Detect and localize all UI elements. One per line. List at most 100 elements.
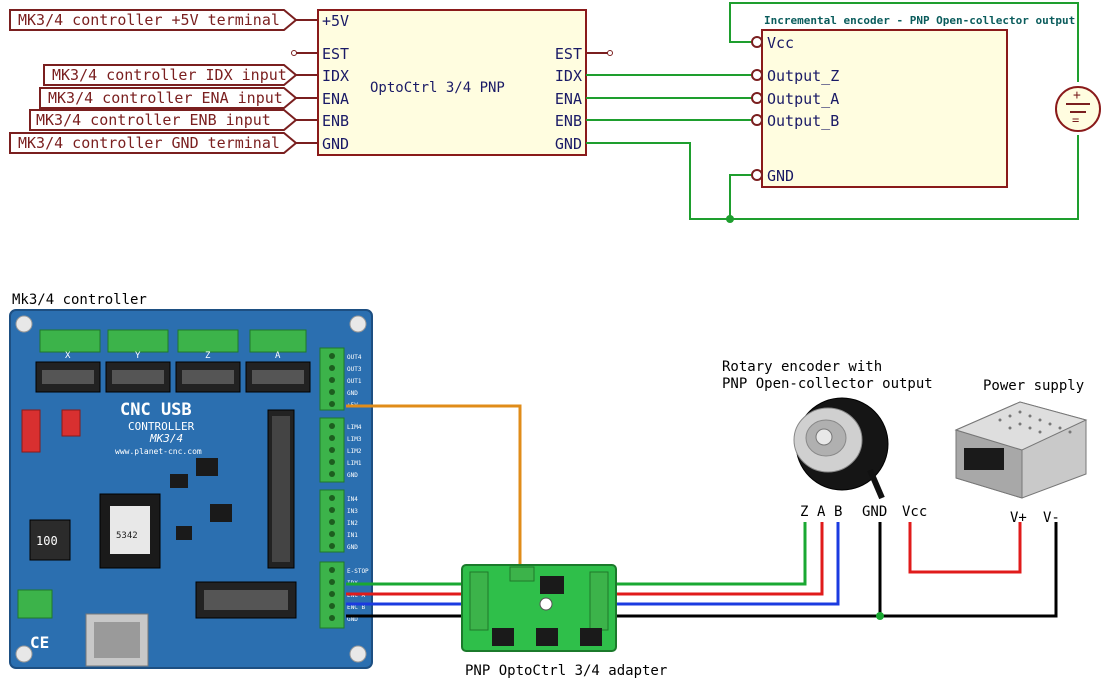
wire-vcc (729, 2, 1079, 82)
controller-label-gnd: MK3/4 controller GND terminal (9, 132, 318, 154)
term-out4: OUT4 (347, 354, 362, 361)
term-lim4: LIM4 (347, 424, 362, 431)
encoder-wire-a: A (817, 504, 826, 520)
encoder-caption-line2: PNP Open-collector output (722, 376, 933, 392)
wire-gnd-encoder (729, 174, 752, 219)
term-enc-gnd: GND (347, 616, 358, 623)
photo-wires (346, 404, 1058, 618)
header-label-a: A (275, 351, 281, 361)
battery-plus: + (1073, 88, 1081, 103)
power-caption: Power supply (983, 378, 1084, 394)
controller-board: X Y Z A OUT4 OUT3 OUT1 GND +5V LIM4 LIM3 (9, 309, 373, 669)
power-supply-photo (954, 401, 1088, 499)
term-out-gnd: GND (347, 390, 358, 397)
opto-right-pin-enb: ENB (555, 112, 582, 130)
opto-adapter-board (461, 564, 617, 652)
board-chip-label: 5342 (116, 531, 138, 541)
encoder-pin-bubbles (751, 36, 763, 181)
schematic-wires (586, 2, 1079, 220)
opto-right-pin-est: EST (555, 45, 582, 63)
opto-right-pin-idx: IDX (555, 67, 582, 85)
encoder-block-title: Incremental encoder - PNP Open-collector… (764, 14, 1075, 27)
controller-label-enb: MK3/4 controller ENB input (29, 109, 318, 131)
encoder-pin-z: Output_Z (767, 67, 839, 85)
encoder-wire-z: Z (800, 504, 808, 520)
term-in4: IN4 (347, 496, 358, 503)
controller-label-idx-text: MK3/4 controller IDX input (52, 66, 287, 84)
term-estop: E-STOP (347, 568, 369, 575)
term-in3: IN3 (347, 508, 358, 515)
opto-left-pin-5v: +5V (322, 12, 349, 30)
est-left-noconnect (291, 50, 297, 56)
controller-label-enb-text: MK3/4 controller ENB input (36, 111, 271, 129)
encoder-wire-gnd: GND (862, 504, 887, 520)
controller-label-5v-text: MK3/4 controller +5V terminal (18, 11, 280, 29)
encoder-wire-b: B (834, 504, 842, 520)
encoder-wire-labels: Z A B GND Vcc (800, 504, 927, 520)
power-label-vplus: V+ (1010, 510, 1027, 526)
board-text-website: www.planet-cnc.com (115, 447, 202, 456)
encoder-bubble-gnd (751, 169, 763, 181)
controller-label-gnd-text: MK3/4 controller GND terminal (18, 134, 280, 152)
term-lim3: LIM3 (347, 436, 362, 443)
encoder-bubble-z (751, 69, 763, 81)
encoder-bubble-vcc (751, 36, 763, 48)
encoder-bubble-a (751, 92, 763, 104)
term-enc-b: ENC B (347, 604, 365, 611)
wire-gnd (586, 135, 1079, 220)
rotary-encoder-photo (793, 397, 889, 500)
opto-left-pin-ena: ENA (322, 90, 349, 108)
board-text-line2: CONTROLLER (128, 420, 195, 433)
opto-block-name: OptoCtrl 3/4 PNP (370, 80, 505, 96)
controller-label-idx: MK3/4 controller IDX input (43, 64, 318, 86)
term-lim1: LIM1 (347, 460, 362, 467)
power-labels: V+ V- (1010, 510, 1060, 526)
encoder-block (761, 29, 1008, 188)
battery-minus: = (1072, 113, 1079, 127)
opto-block (317, 9, 587, 156)
photo-gnd-junction (876, 612, 884, 620)
wire-red-a (616, 522, 824, 596)
controller-label-ena-text: MK3/4 controller ENA input (48, 89, 283, 107)
opto-left-pin-est: EST (322, 45, 349, 63)
encoder-wire-vcc: Vcc (902, 504, 927, 520)
wire-orange-5v (346, 404, 522, 575)
est-right-noconnect (607, 50, 613, 56)
encoder-pin-vcc: Vcc (767, 34, 794, 52)
term-lim2: LIM2 (347, 448, 362, 455)
controller-label-5v: MK3/4 controller +5V terminal (9, 9, 318, 31)
encoder-pin-a: Output_A (767, 90, 839, 108)
header-label-z: Z (205, 351, 211, 361)
board-text-line3: MK3/4 (149, 432, 183, 445)
encoder-pin-b: Output_B (767, 112, 839, 130)
adapter-caption: PNP OptoCtrl 3/4 adapter (465, 663, 667, 679)
encoder-pin-gnd: GND (767, 167, 794, 185)
encoder-caption-line1: Rotary encoder with (722, 359, 882, 375)
header-label-y: Y (135, 351, 141, 361)
term-lim-gnd: GND (347, 472, 358, 479)
opto-left-pin-gnd: GND (322, 135, 349, 153)
opto-right-pin-gnd: GND (555, 135, 582, 153)
term-in2: IN2 (347, 520, 358, 527)
schematic: MK3/4 controller +5V terminal MK3/4 cont… (9, 2, 1101, 223)
wire-blue-b (616, 522, 840, 606)
gnd-junction (726, 215, 734, 223)
opto-right-pin-ena: ENA (555, 90, 582, 108)
encoder-bubble-b (751, 114, 763, 126)
controller-label-ena: MK3/4 controller ENA input (39, 87, 318, 109)
controller-title: Mk3/4 controller (12, 292, 147, 308)
term-in-gnd: GND (347, 544, 358, 551)
wire-green-z (616, 522, 807, 586)
wire-red-vcc (908, 522, 1022, 574)
header-label-x: X (65, 351, 71, 361)
opto-left-pin-enb: ENB (322, 112, 349, 130)
term-out1: OUT1 (347, 378, 362, 385)
opto-left-pin-idx: IDX (322, 67, 349, 85)
wire-black-gnd-right (616, 522, 1058, 618)
term-out3: OUT3 (347, 366, 362, 373)
board-inductor-label: 100 (36, 534, 58, 548)
battery-symbol: + = (1055, 86, 1101, 132)
term-in1: IN1 (347, 532, 358, 539)
board-ce-mark: CE (30, 633, 49, 652)
